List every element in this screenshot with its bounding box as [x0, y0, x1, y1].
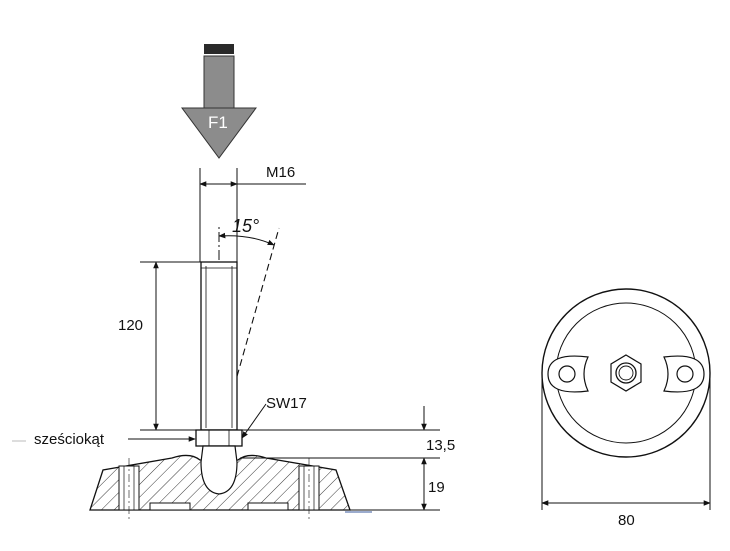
diameter-label: 80 [618, 512, 635, 529]
force-arrow: F1 [181, 44, 257, 159]
wrench-label: SW17 [266, 395, 307, 412]
hexnut-callout: sześciokąt [12, 431, 196, 448]
threaded-stud [200, 261, 238, 431]
top-view: 80 [541, 288, 711, 529]
hex-nut [195, 429, 243, 447]
wrench-size-callout: SW17 [241, 395, 307, 439]
height-dimension: 120 [118, 261, 201, 431]
angle-label: 15° [232, 216, 259, 236]
vertical-dimensions: 13,5 19 [240, 406, 455, 511]
thread-label: M16 [266, 164, 295, 181]
base-section [89, 445, 372, 522]
force-label: F1 [208, 113, 228, 132]
height-label: 120 [118, 317, 143, 334]
arrow-head [181, 107, 257, 159]
thread-dimension: M16 [199, 164, 306, 262]
nut-height-label: 13,5 [426, 437, 455, 454]
arrow-shaft [203, 55, 235, 109]
base-height-label: 19 [428, 479, 445, 496]
arrow-cap [204, 44, 234, 54]
hexnut-label: sześciokąt [34, 431, 105, 448]
ball-joint [200, 445, 238, 495]
